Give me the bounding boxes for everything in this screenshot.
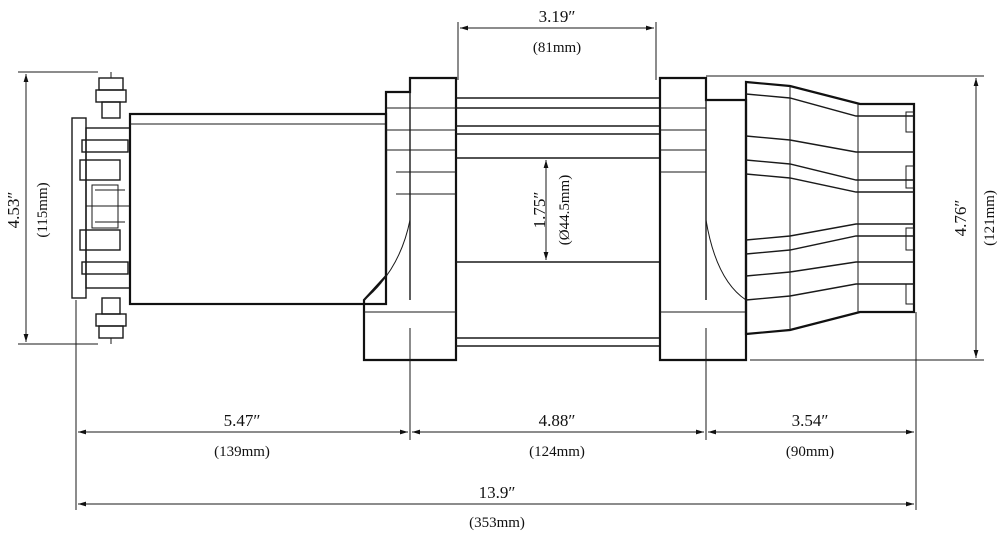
- total-length-inch: 13.9″: [479, 483, 516, 502]
- motor-end-cap: [71, 117, 131, 299]
- extension-lines: [75, 300, 917, 510]
- motor-length-mm: (139mm): [214, 444, 270, 460]
- total-length-mm: (353mm): [469, 515, 525, 531]
- motor-length-inch: 5.47″: [224, 411, 261, 430]
- drum-diameter-mm: (Ø44.5mm): [557, 175, 573, 245]
- dimension-motor-length: 5.47″ (139mm): [78, 411, 408, 460]
- gearbox-height-mm: (121mm): [982, 190, 998, 246]
- dimension-motor-height: 4.53″ (115mm): [4, 71, 98, 345]
- motor-terminal-bolt-top: [95, 72, 127, 119]
- gearbox-housing: [744, 80, 916, 336]
- dimension-drum-diameter: 1.75″ (Ø44.5mm): [530, 160, 573, 260]
- motor-height-inch: 4.53″: [4, 192, 23, 229]
- gearbox-height-inch: 4.76″: [951, 200, 970, 237]
- right-end-housing: [658, 76, 748, 362]
- drum-width-mm: (81mm): [533, 40, 581, 56]
- motor-height-mm: (115mm): [35, 182, 51, 237]
- drum-section-length-inch: 4.88″: [539, 411, 576, 430]
- winch-body: [71, 72, 916, 362]
- drum-width-inch: 3.19″: [539, 7, 576, 26]
- drum-section-length-mm: (124mm): [529, 444, 585, 460]
- motor-housing: [128, 112, 388, 306]
- dimension-total-length: 13.9″ (353mm): [78, 483, 914, 531]
- drum-diameter-inch: 1.75″: [530, 192, 549, 229]
- dimension-gearbox-length: 3.54″ (90mm): [708, 411, 914, 460]
- gearbox-length-mm: (90mm): [786, 444, 834, 460]
- left-end-housing: [362, 76, 458, 362]
- cable-drum: [456, 97, 660, 347]
- dimension-gearbox-height: 4.76″ (121mm): [706, 75, 998, 361]
- dimension-drum-section-length: 4.88″ (124mm): [412, 411, 704, 460]
- dimension-drum-width: 3.19″ (81mm): [457, 7, 657, 80]
- motor-terminal-bolt-bottom: [95, 297, 127, 344]
- gearbox-length-inch: 3.54″: [792, 411, 829, 430]
